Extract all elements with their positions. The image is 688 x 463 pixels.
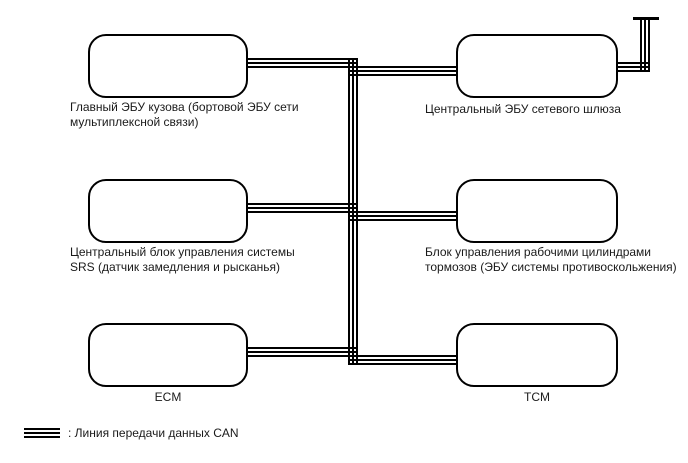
can-bus-segment-row3-right	[348, 355, 458, 365]
node-tcm	[456, 323, 618, 387]
node-brake-skid-control-ecu	[456, 179, 618, 243]
can-bus-segment-row2-left	[246, 203, 358, 213]
can-bus-trunk	[348, 58, 358, 365]
node-main-body-ecu	[88, 34, 248, 98]
can-bus-branch-terminator	[633, 17, 659, 20]
can-bus-segment-row3-left	[246, 347, 358, 357]
node-label-central-gateway-ecu: Центральный ЭБУ сетевого шлюза	[425, 102, 621, 116]
node-label-tcm: TCM	[524, 390, 550, 404]
can-bus-branch-horizontal	[616, 62, 650, 72]
node-label-ecm: ECM	[154, 390, 182, 404]
can-bus-line-icon	[24, 427, 60, 439]
legend-label: : Линия передачи данных CAN	[68, 426, 239, 440]
can-bus-segment-row2-right	[348, 211, 458, 221]
node-label-srs-control-unit: Центральный блок управления системы SRS …	[70, 245, 295, 274]
node-central-gateway-ecu	[456, 34, 618, 98]
node-srs-control-unit	[88, 179, 248, 243]
node-ecm	[88, 323, 248, 387]
node-label-brake-skid-control-ecu: Блок управления рабочими цилиндрами торм…	[425, 245, 677, 274]
node-label-main-body-ecu: Главный ЭБУ кузова (бортовой ЭБУ сети му…	[70, 100, 299, 129]
can-bus-segment-row1-right	[348, 66, 458, 76]
can-bus-segment-row1-left	[246, 58, 358, 68]
can-bus-branch-vertical	[640, 20, 650, 72]
legend: : Линия передачи данных CAN	[24, 426, 239, 440]
